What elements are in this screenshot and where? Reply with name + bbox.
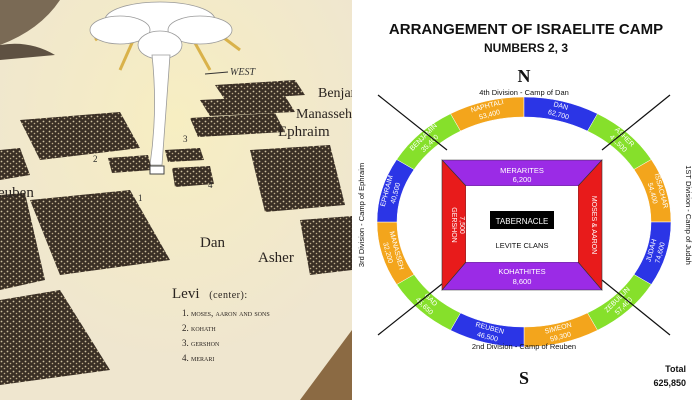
tribe-labels: Benjam Manasseh Ephraim euben Dan Asher	[0, 86, 352, 266]
cliff-shape	[300, 330, 352, 400]
division-label-south: 2nd Division - Camp of Reuben	[472, 342, 576, 351]
illustration-svg: 1 2 3 4 WEST Benjam Manasseh Ephraim eub…	[0, 0, 352, 400]
tribe-blocks	[0, 80, 352, 385]
label-ephraim: Ephraim	[278, 124, 330, 140]
legend-item: 1. moses, aaron and sons	[182, 308, 270, 318]
moses-aaron-name: MOSES & AARON	[590, 196, 597, 254]
division-label-east: 1ST Division - Camp of Judah	[684, 165, 693, 265]
kohathites-name: KOHATHITES	[498, 267, 545, 276]
svg-text:Levi (center):: Levi (center):	[172, 286, 248, 302]
legend-title: Levi	[172, 286, 200, 302]
legend-item: 2. kohath	[182, 323, 216, 333]
tabernacle-box	[490, 211, 554, 229]
tribe-ring: NAPHTALI53,400DAN62,700ASHER41,500ISSACH…	[376, 96, 672, 348]
division-dividers	[377, 94, 671, 336]
total-value: 625,850	[653, 378, 686, 388]
levite-clans-label: LEVITE CLANS	[496, 241, 549, 250]
legend-item: 4. merari	[182, 353, 214, 363]
diagram-subtitle: NUMBERS 2, 3	[484, 41, 568, 55]
compass-north: N	[518, 66, 531, 86]
label-benjamin: Benjam	[318, 86, 352, 101]
compass-south: S	[519, 368, 529, 388]
label-reuben: euben	[0, 185, 34, 201]
merarites-count: 6,200	[513, 175, 532, 184]
label-number-4: 4	[208, 180, 213, 190]
gershon-count: 7,500	[458, 216, 465, 234]
levite-area: TABERNACLE LEVITE CLANS MERARITES 6,200 …	[441, 159, 603, 291]
hill-shape	[0, 0, 60, 45]
label-dan: Dan	[200, 235, 225, 251]
tribe-segment-benjamin	[396, 113, 461, 170]
hill-shape	[0, 43, 55, 60]
direction-west-label: WEST	[230, 67, 256, 78]
division-label-north: 4th Division - Camp of Dan	[479, 88, 569, 97]
camp-diagram: ARRANGEMENT OF ISRAELITE CAMP NUMBERS 2,…	[352, 0, 700, 400]
kohathites-count: 8,600	[513, 277, 532, 286]
division-label-west: 3rd Division - Camp of Ephraim	[357, 163, 366, 267]
label-number-1: 1	[138, 193, 143, 203]
tribe-name-dan: DAN	[553, 101, 569, 112]
diagram-title: ARRANGEMENT OF ISRAELITE CAMP	[389, 21, 663, 38]
label-number-3: 3	[183, 134, 188, 144]
camp-illustration: 1 2 3 4 WEST Benjam Manasseh Ephraim eub…	[0, 0, 352, 400]
merarites-name: MERARITES	[500, 166, 544, 175]
legend-item: 3. gershon	[182, 338, 220, 348]
gershon-name: GERSHON	[450, 207, 457, 242]
levi-legend: Levi (center): 1. moses, aaron and sons …	[172, 286, 270, 363]
tabernacle-label: TABERNACLE	[496, 217, 549, 226]
total-label: Total	[665, 364, 686, 374]
cloud-pillar	[89, 1, 233, 166]
west-arrow-icon	[204, 71, 229, 75]
label-asher: Asher	[258, 250, 294, 266]
label-number-2: 2	[93, 154, 98, 164]
label-manasseh: Manasseh	[296, 107, 352, 122]
diagram-svg: ARRANGEMENT OF ISRAELITE CAMP NUMBERS 2,…	[357, 21, 693, 388]
levi-number-labels: 1 2 3 4	[93, 134, 213, 203]
legend-subtitle: (center):	[209, 290, 247, 301]
